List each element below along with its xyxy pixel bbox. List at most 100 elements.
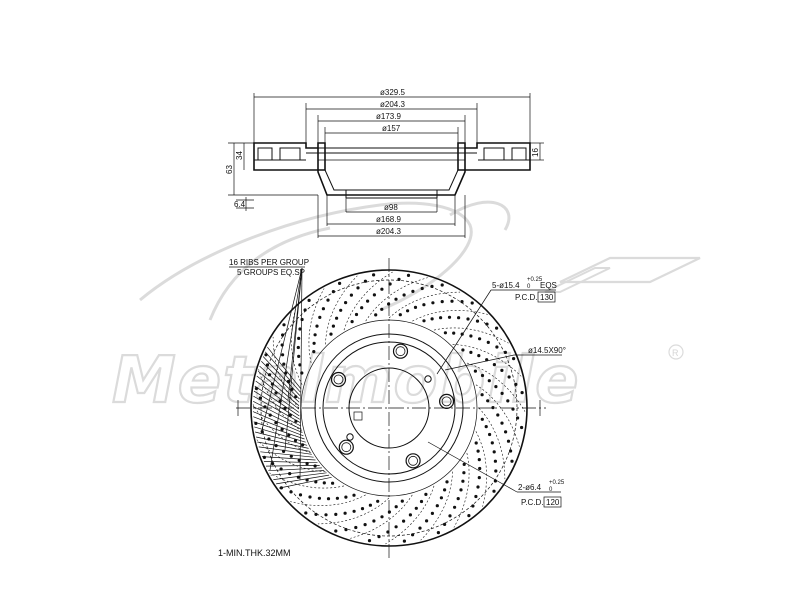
rib-line [256, 375, 300, 410]
drill-hole [462, 462, 466, 466]
rib-line [253, 416, 304, 437]
drill-hole [402, 539, 406, 543]
bolt-hole-tol-lower: 0 [527, 284, 531, 290]
drill-hole [461, 348, 465, 352]
drill-hole [476, 485, 480, 489]
drill-hole [430, 284, 434, 288]
drill-hole [486, 340, 490, 344]
drill-hole [511, 407, 515, 411]
groove-line [420, 471, 453, 541]
rib-line [276, 474, 330, 485]
drill-hole [436, 531, 440, 535]
drill-hole [354, 312, 359, 317]
drill-hole [331, 324, 335, 328]
drill-hole [430, 317, 434, 321]
bolt-hole [392, 343, 409, 359]
groove-line [308, 288, 325, 364]
rib-line [263, 461, 318, 464]
drill-hole [366, 299, 370, 303]
drill-hole [368, 503, 372, 507]
rib-line [253, 390, 300, 420]
rib-groups [252, 346, 332, 489]
drill-hole [477, 354, 481, 358]
drill-hole [452, 331, 456, 335]
rib-note-line1: 16 RIBS PER GROUP [229, 258, 309, 267]
drill-hole [314, 512, 318, 517]
drill-hole [326, 497, 331, 501]
drill-hole [265, 363, 269, 367]
min-thickness-note: 1-MIN.THK.32MM [218, 548, 291, 558]
dim-inner-hat-diameter: ø173.9 [376, 112, 401, 121]
drill-hole [313, 333, 317, 337]
rib-line [261, 456, 316, 461]
drill-hole [492, 450, 496, 454]
drill-hole [282, 323, 286, 327]
drill-hole [418, 526, 422, 530]
drill-hole [476, 449, 480, 453]
groove-line [256, 439, 326, 472]
drill-hole [283, 406, 287, 410]
drill-hole [443, 522, 447, 527]
groove-line [478, 407, 506, 480]
groove-line [452, 344, 522, 377]
drill-hole [296, 345, 300, 350]
drill-hole [461, 479, 465, 483]
dim-hat-diameter: ø204.3 [380, 100, 405, 109]
rib-line [267, 346, 302, 390]
dim-total-height: 63 [225, 165, 234, 174]
drill-hole [344, 301, 348, 305]
drill-hole [300, 317, 304, 322]
drill-hole [352, 509, 356, 513]
drill-hole [487, 379, 491, 383]
rib-line [255, 380, 300, 413]
drill-hole [422, 303, 426, 307]
drill-hole [335, 316, 339, 320]
drill-hole [488, 432, 492, 437]
rib-line [268, 467, 322, 472]
groove-line [475, 384, 520, 447]
drill-hole [474, 494, 478, 499]
drill-hole [281, 333, 285, 337]
drill-hole [402, 293, 406, 297]
groove-line [291, 309, 303, 385]
drill-hole [506, 439, 511, 443]
drill-hole [484, 425, 488, 429]
drill-hole [420, 286, 424, 291]
drill-hole [352, 493, 356, 497]
drill-hole [500, 391, 504, 395]
groove-line [475, 431, 487, 507]
drill-hole [402, 519, 406, 523]
drill-hole [380, 287, 384, 291]
drill-hole [495, 326, 499, 330]
drill-hole [408, 513, 412, 517]
center-bore [348, 367, 430, 449]
drill-hole [354, 525, 358, 530]
drill-hole [387, 510, 391, 514]
drill-hole [424, 492, 428, 496]
bolt-hole [405, 453, 421, 469]
drill-hole [507, 375, 511, 379]
drill-hole [394, 505, 398, 509]
bolt-holes [330, 343, 455, 469]
drill-hole [298, 493, 303, 497]
drill-hole [477, 458, 481, 462]
drill-hole [516, 416, 520, 420]
drill-hole [317, 496, 321, 500]
drill-hole [493, 459, 497, 463]
drill-hole [494, 385, 498, 389]
drill-hole [374, 313, 378, 317]
bolt-hole [439, 393, 455, 409]
drill-hole [425, 519, 429, 523]
drill-hole [467, 514, 471, 518]
drill-hole [380, 307, 384, 311]
drill-hole [480, 373, 485, 378]
drill-hole [304, 511, 308, 515]
drill-hole [321, 307, 325, 311]
drill-hole [298, 327, 302, 331]
drill-hole [462, 471, 466, 475]
drill-hole [335, 496, 339, 500]
groove-line [453, 452, 470, 528]
drill-hole [334, 529, 338, 533]
front-view: 16 RIBS PER GROUP 5 GROUPS EQ.SP 5-ø15.4… [229, 258, 566, 560]
